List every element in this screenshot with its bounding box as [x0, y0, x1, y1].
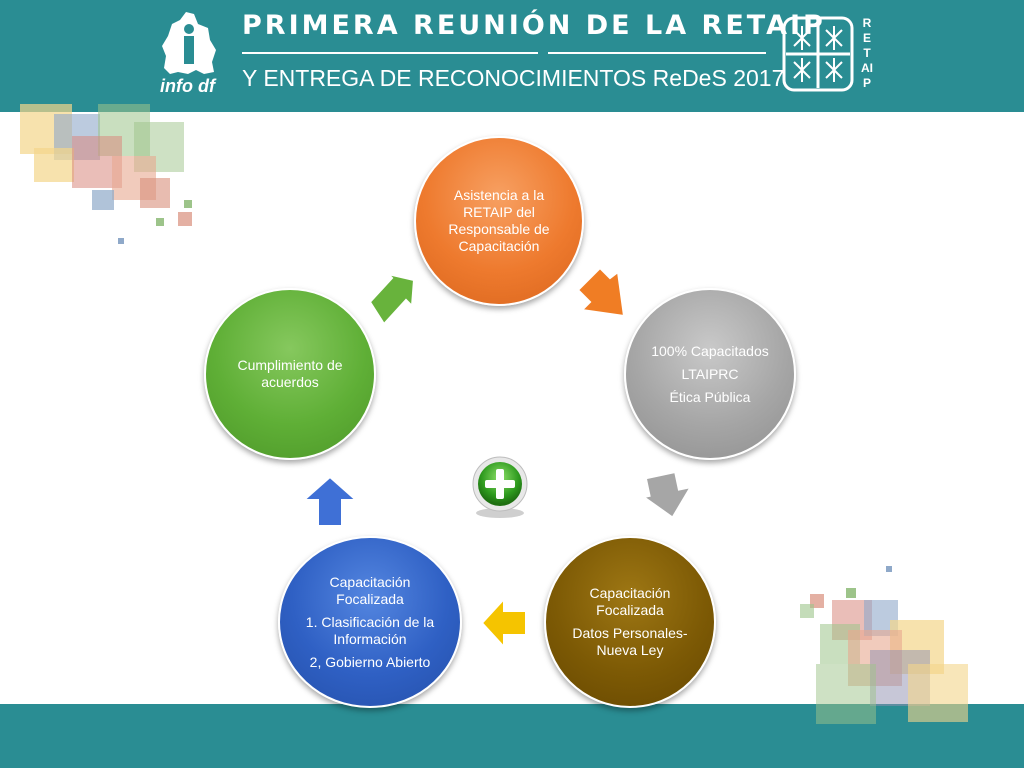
node-asistencia-text: Asistencia a la RETAIP del Responsable d…	[448, 187, 550, 254]
decorative-squares-top-left	[20, 100, 200, 250]
node-cumplimiento: Cumplimiento de acuerdos	[204, 288, 376, 460]
node-datos-line-2: Datos Personales- Nueva Ley	[572, 625, 688, 658]
node-capacitados-line-3: Ética Pública	[669, 388, 751, 405]
retaip-logo-text: RETAIP	[861, 16, 873, 90]
arrow-down-gray-icon	[641, 470, 693, 519]
node-datos-personales: Capacitación Focalizada Datos Personales…	[544, 536, 716, 708]
node-clasificacion: Capacitación Focalizada 1. Clasificación…	[278, 536, 462, 708]
node-capacitados: 100% Capacitados LTAIPRC Ética Pública	[624, 288, 796, 460]
arrow-up-blue-icon	[301, 475, 359, 527]
arrow-left-yellow-icon	[480, 596, 527, 650]
plus-icon	[472, 456, 528, 518]
arrow-up-right-green-icon	[368, 272, 416, 326]
node-cumplimiento-text: Cumplimiento de acuerdos	[237, 357, 343, 390]
decorative-squares-bottom-right	[800, 560, 980, 730]
title-divider-left	[242, 52, 538, 54]
title-divider-right	[548, 52, 766, 54]
node-capacitados-line-2: LTAIPRC	[681, 365, 739, 382]
infodf-logo-text: info df	[160, 76, 215, 96]
page-subtitle: Y ENTREGA DE RECONOCIMIENTOS ReDeS 2017	[242, 65, 785, 91]
node-asistencia: Asistencia a la RETAIP del Responsable d…	[414, 136, 584, 306]
infodf-logo-graphic	[162, 12, 216, 74]
infodf-logo: info df	[158, 10, 220, 102]
node-capacitados-line-1: 100% Capacitados	[651, 342, 769, 359]
node-clasificacion-line-3: 2, Gobierno Abierto	[309, 653, 431, 670]
arrow-right-down-orange-icon	[576, 266, 626, 318]
node-clasificacion-line-1: Capacitación Focalizada	[329, 573, 411, 607]
node-clasificacion-line-2: 1. Clasificación de la Información	[305, 613, 435, 647]
page-title: PRIMERA REUNIÓN DE LA RETAIP	[242, 10, 826, 41]
retaip-emblem-icon	[782, 16, 854, 92]
retaip-logo: RETAIP	[782, 16, 880, 92]
node-datos-line-1: Capacitación Focalizada	[589, 585, 671, 618]
